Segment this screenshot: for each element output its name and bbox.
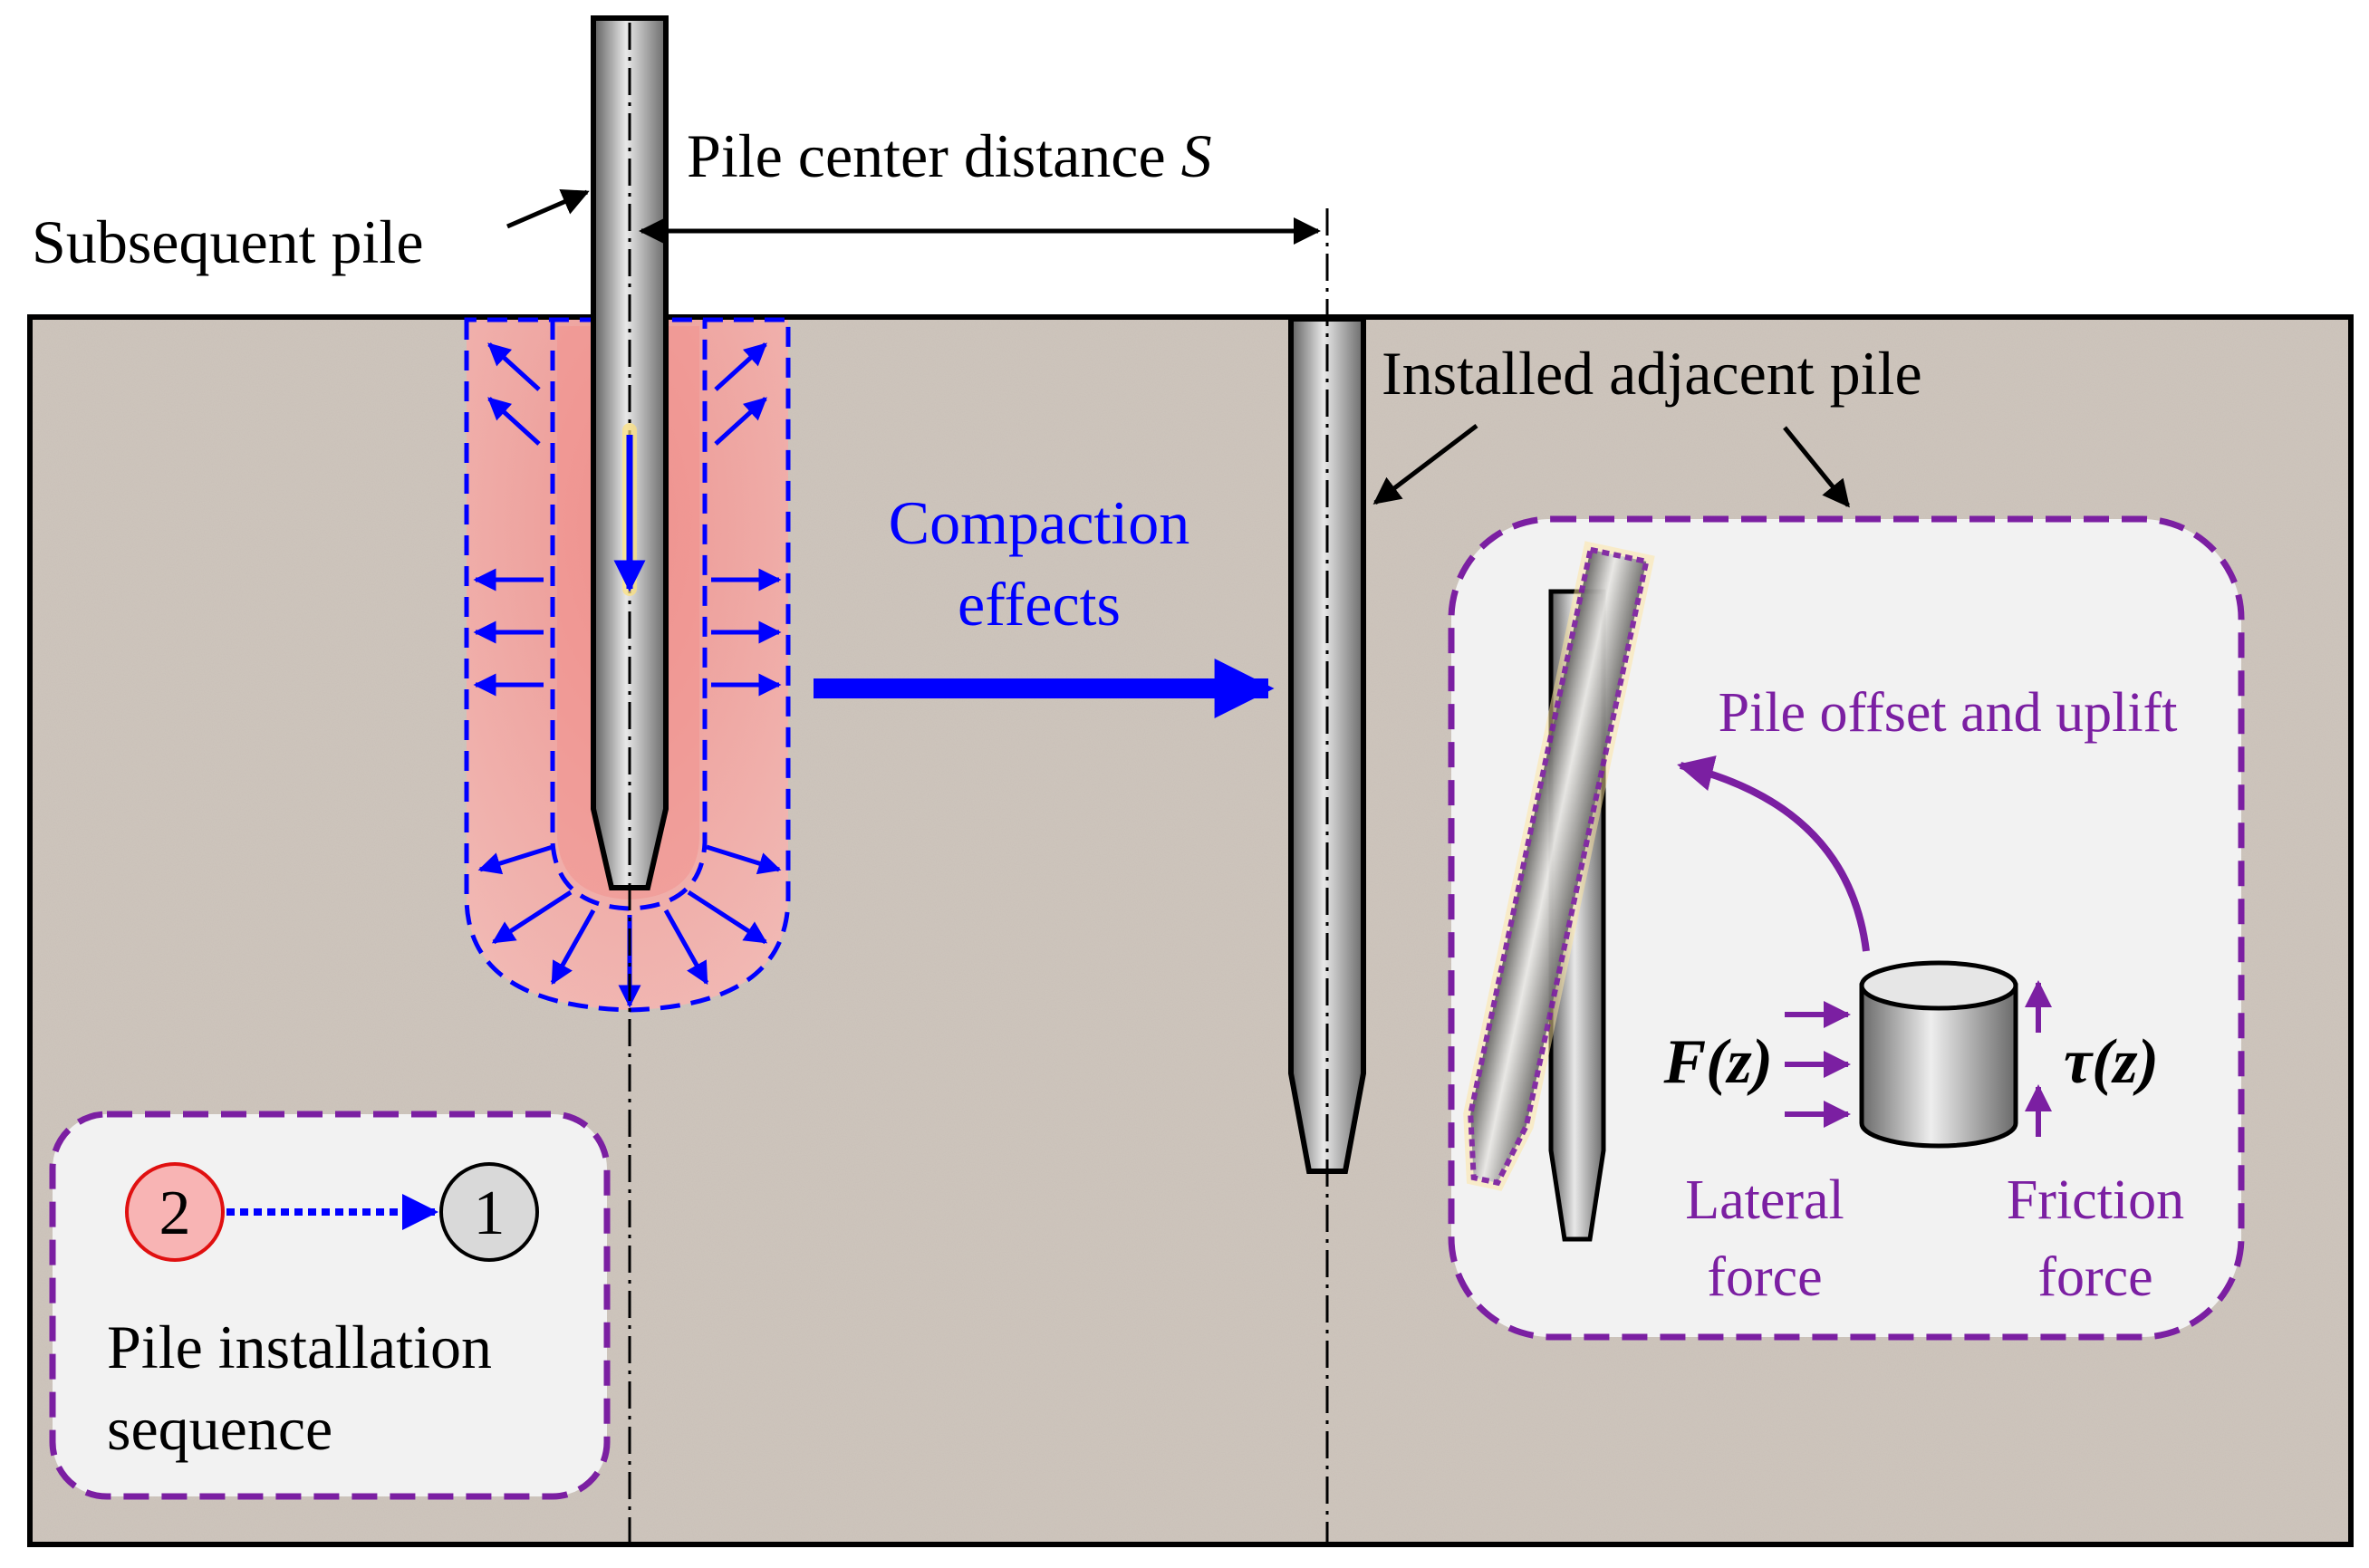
installation-sequence-legend: 2 1 Pile installation sequence bbox=[49, 1111, 611, 1500]
detail-inset: Pile offset and uplift F(z) τ(z) Lateral… bbox=[1448, 515, 2245, 1341]
lateral-force-label-line1: Lateral bbox=[1685, 1169, 1844, 1231]
sequence-circle-2 bbox=[125, 1162, 225, 1262]
soil-element-cylinder bbox=[1859, 960, 2018, 1149]
lateral-force-label-line2: force bbox=[1707, 1246, 1822, 1308]
friction-force-symbol: τ(z) bbox=[2064, 1027, 2159, 1097]
subsequent-pile-callout: Subsequent pile bbox=[32, 188, 590, 276]
pile-center-distance-dimension: Pile center distance S bbox=[639, 121, 1321, 245]
friction-force-label-line1: Friction bbox=[2007, 1169, 2184, 1231]
lateral-force-symbol: F(z) bbox=[1662, 1027, 1773, 1097]
sequence-number-1: 1 bbox=[474, 1178, 506, 1248]
offset-curved-arrow bbox=[1677, 755, 1870, 952]
friction-force-label-line2: force bbox=[2037, 1246, 2152, 1308]
installed-adjacent-pile-label: Installed adjacent pile bbox=[1382, 339, 1922, 408]
lateral-force-arrows bbox=[1785, 1001, 1851, 1128]
sequence-circle-1 bbox=[439, 1162, 539, 1262]
compaction-arrows bbox=[473, 342, 782, 1008]
pile-center-distance-label: Pile center distance S bbox=[687, 121, 1212, 190]
installed-adjacent-pile bbox=[1288, 208, 1366, 1544]
subsequent-pile-label: Subsequent pile bbox=[32, 207, 424, 276]
sequence-number-2: 2 bbox=[159, 1178, 191, 1248]
compaction-effects: Compaction effects bbox=[814, 488, 1275, 718]
compaction-effects-label-line2: effects bbox=[958, 570, 1121, 639]
installed-adjacent-pile-callout: Installed adjacent pile bbox=[1372, 339, 1922, 508]
sequence-label-line2: sequence bbox=[107, 1394, 332, 1463]
sequence-label-line1: Pile installation bbox=[107, 1313, 492, 1381]
compaction-effects-label-line1: Compaction bbox=[889, 488, 1189, 557]
inset-displaced-pile bbox=[1463, 541, 1655, 1191]
pile-offset-uplift-label: Pile offset and uplift bbox=[1719, 682, 2178, 744]
